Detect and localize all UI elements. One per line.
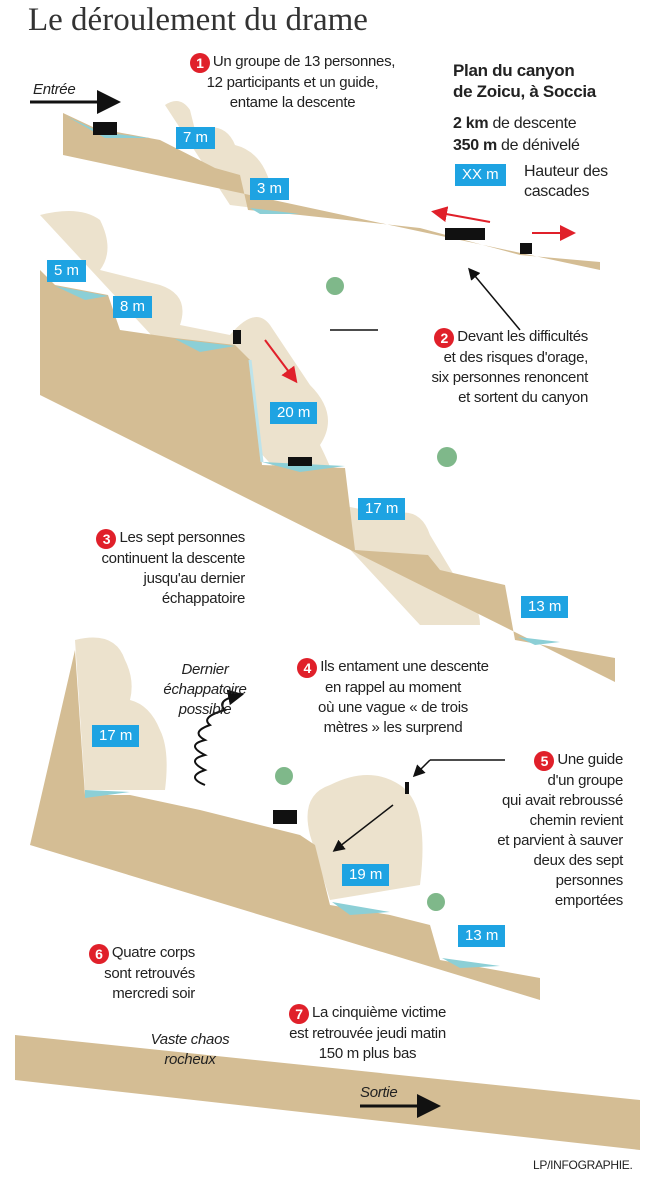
cascade-label: 20 m xyxy=(270,402,318,424)
credit: LP/INFOGRAPHIE. xyxy=(533,1158,633,1172)
step-marker: 3 xyxy=(96,529,117,549)
label-line: échappatoire xyxy=(163,681,247,698)
step-marker: 4 xyxy=(297,658,318,678)
legend-stat-elevation: 350 m de dénivelé xyxy=(453,136,580,156)
step-line: personnes xyxy=(555,872,624,889)
trees xyxy=(275,277,457,911)
step-line: sont retrouvés xyxy=(104,965,195,982)
legend-heading-line: de Zoicu, à Soccia xyxy=(453,82,596,101)
step-line: mètres » les surprend xyxy=(323,719,463,736)
step-line: six personnes renoncent xyxy=(431,369,588,386)
step-line: en rappel au moment xyxy=(324,679,462,696)
stat-value: 350 m xyxy=(453,137,497,154)
cascade-label: 19 m xyxy=(342,864,390,886)
stat-text: de dénivelé xyxy=(501,137,580,154)
legend-heading-line: Plan du canyon xyxy=(453,61,575,80)
step-line: deux des sept xyxy=(533,852,624,869)
cascade-label: 3 m xyxy=(250,178,290,200)
legend-swatch-line: cascades xyxy=(524,183,590,200)
canyon-section-3 xyxy=(30,637,540,1000)
step-line: échappatoire xyxy=(161,590,245,607)
legend-swatch: XX m xyxy=(455,164,506,186)
step-line: entame la descente xyxy=(229,94,356,111)
step-line: 12 participants et un guide, xyxy=(206,74,379,91)
step-line: jusqu'au dernier xyxy=(143,570,246,587)
cascade-label: 17 m xyxy=(92,725,140,747)
step-line: Un groupe de 13 personnes, xyxy=(212,53,396,70)
stat-value: 2 km xyxy=(453,115,489,132)
legend-swatch-line: Hauteur des xyxy=(524,163,608,180)
cascade-label: 13 m xyxy=(521,596,569,618)
label-line: Vaste chaos xyxy=(150,1031,230,1048)
people-figures xyxy=(93,122,532,824)
step-line: chemin revient xyxy=(529,812,624,829)
legend-swatch-text: Hauteur des cascades xyxy=(524,162,608,202)
step-marker: 7 xyxy=(288,1004,309,1024)
step-line: Ils entament une descente xyxy=(320,658,489,675)
cascade-label: 8 m xyxy=(113,296,153,318)
step-line: qui avait rebroussé xyxy=(501,792,623,809)
legend-heading: Plan du canyon de Zoicu, à Soccia xyxy=(453,60,596,102)
legend-stat-distance: 2 km de descente xyxy=(453,114,577,134)
step-line: mercredi soir xyxy=(112,985,195,1002)
step-marker: 1 xyxy=(189,53,210,73)
exit-label: Sortie xyxy=(360,1084,398,1101)
label-line: rocheux xyxy=(164,1051,216,1068)
cascade-label: 5 m xyxy=(47,260,87,282)
step-marker: 5 xyxy=(534,751,555,771)
step-line: 150 m plus bas xyxy=(318,1045,417,1062)
cascade-label: 17 m xyxy=(358,498,406,520)
step-line: continuent la descente xyxy=(101,550,245,567)
step-line: Les sept personnes xyxy=(119,529,245,546)
entry-label: Entrée xyxy=(33,81,76,98)
canyon-section-4 xyxy=(15,1035,640,1150)
step-marker: 2 xyxy=(434,328,455,348)
step-line: Quatre corps xyxy=(111,944,195,961)
step-line: est retrouvée jeudi matin xyxy=(289,1025,446,1042)
label-line: Dernier xyxy=(181,661,229,678)
step-line: Une guide xyxy=(557,751,623,768)
step-line: où une vague « de trois xyxy=(318,699,468,716)
step-line: La cinquième victime xyxy=(311,1004,447,1021)
step-marker: 6 xyxy=(88,944,109,964)
step-line: et des risques d'orage, xyxy=(443,349,589,366)
page-title: Le déroulement du drame xyxy=(28,2,368,38)
step-line: d'un groupe xyxy=(547,772,624,789)
step-line: emportées xyxy=(554,892,623,909)
step-line: et parvient à sauver xyxy=(497,832,623,849)
last-escape-label: Dernier échappatoire possible xyxy=(160,660,250,720)
cascade-label: 13 m xyxy=(458,925,506,947)
rock-chaos-label: Vaste chaos rocheux xyxy=(140,1030,240,1070)
step-line: Devant les difficultés xyxy=(457,328,588,345)
label-line: possible xyxy=(178,701,232,718)
step-line: et sortent du canyon xyxy=(458,389,588,406)
stat-text: de descente xyxy=(492,115,577,132)
cascade-label: 7 m xyxy=(176,127,216,149)
